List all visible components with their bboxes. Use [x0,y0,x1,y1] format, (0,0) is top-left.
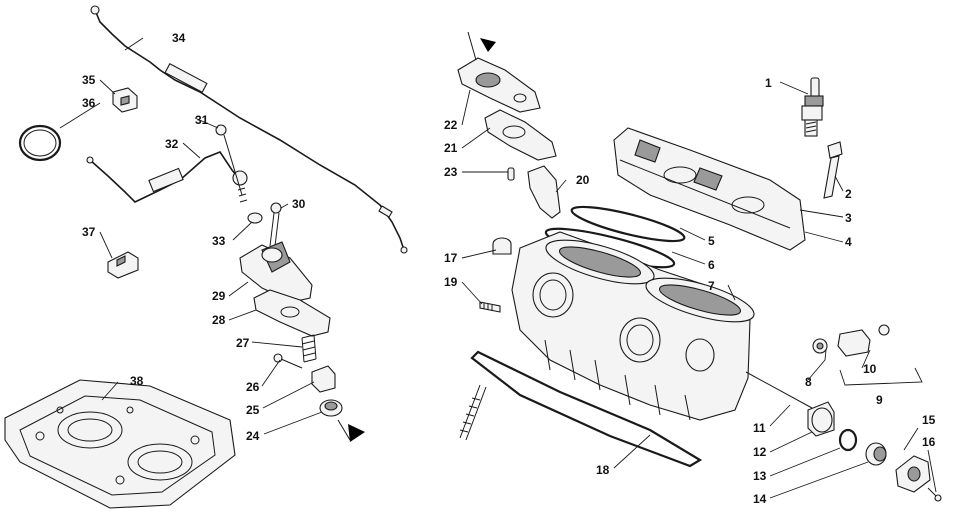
throttle-cable[interactable] [90,5,408,254]
bushing[interactable] [865,442,887,466]
callout-12: 12 [753,445,767,459]
callout-20: 20 [576,173,590,187]
callout-3: 3 [845,211,852,225]
pump-gasket[interactable] [253,289,331,337]
snap-ring[interactable] [18,124,62,162]
callout-7: 7 [708,279,715,293]
callout-27: 27 [236,336,250,350]
callout-2: 2 [845,187,852,201]
callout-1: 1 [765,76,772,90]
pin[interactable] [745,371,813,409]
cover[interactable] [895,455,931,493]
callout-10: 10 [863,362,877,376]
callout-29: 29 [212,289,226,303]
callout-37: 37 [82,225,96,239]
callout-26: 26 [246,380,260,394]
bolt-31[interactable] [215,124,248,203]
injector-seal[interactable] [812,338,828,354]
oil-pump[interactable] [239,241,313,303]
callout-30: 30 [292,197,306,211]
cylinder-head[interactable] [613,127,806,251]
callout-38: 38 [130,374,144,388]
callout-25: 25 [246,403,260,417]
seal[interactable] [319,399,343,417]
leader-lines [59,37,937,499]
screw[interactable] [273,353,303,369]
oil-line[interactable] [86,151,248,203]
callout-9: 9 [876,393,883,407]
callout-34: 34 [172,31,186,45]
base-gasket[interactable] [470,350,703,468]
spring[interactable] [301,334,317,363]
head-bolt[interactable] [823,141,843,199]
callout-5: 5 [708,234,715,248]
stud[interactable] [479,301,501,313]
callout-16: 16 [922,435,936,449]
cylinder[interactable] [511,231,758,421]
o-ring-5[interactable] [569,200,686,247]
retainer-clip[interactable] [107,251,139,279]
callout-24: 24 [246,429,260,443]
callout-labels: 1 2 3 4 5 6 7 8 9 10 11 12 13 14 15 16 1… [82,31,936,506]
dowel-pin[interactable] [507,167,515,181]
callout-4: 4 [845,235,852,249]
callout-23: 23 [444,165,458,179]
cover-screw[interactable] [927,487,942,502]
bolt-30[interactable] [269,202,282,247]
callout-19: 19 [444,275,458,289]
callout-8: 8 [805,375,812,389]
callout-18: 18 [596,463,610,477]
callout-28: 28 [212,313,226,327]
callout-15: 15 [922,413,936,427]
cable-clip[interactable] [112,87,138,113]
direction-arrow-upper [467,31,496,61]
callout-11: 11 [753,421,766,435]
callout-14: 14 [753,492,767,506]
spark-plug[interactable] [801,77,824,137]
callout-13: 13 [753,469,767,483]
callout-22: 22 [444,118,458,132]
exhaust-bracket[interactable] [527,165,561,219]
callout-21: 21 [444,141,458,155]
callout-32: 32 [165,137,179,151]
flange-gasket[interactable] [484,109,557,161]
callout-17: 17 [444,251,458,265]
sleeve[interactable] [492,237,512,255]
callout-36: 36 [82,96,96,110]
direction-arrow-lower [337,419,365,442]
fitting[interactable] [311,365,336,393]
washer-33[interactable] [247,212,263,224]
exhaust-mount-plate[interactable] [457,57,541,113]
injector[interactable] [837,324,890,357]
callout-31: 31 [195,113,209,127]
callout-35: 35 [82,73,96,87]
cap[interactable] [807,401,835,437]
long-stud[interactable] [459,384,487,441]
callout-33: 33 [212,234,226,248]
callout-6: 6 [708,258,715,272]
gasket-kit[interactable] [4,379,236,509]
o-ring-13[interactable] [838,428,858,452]
